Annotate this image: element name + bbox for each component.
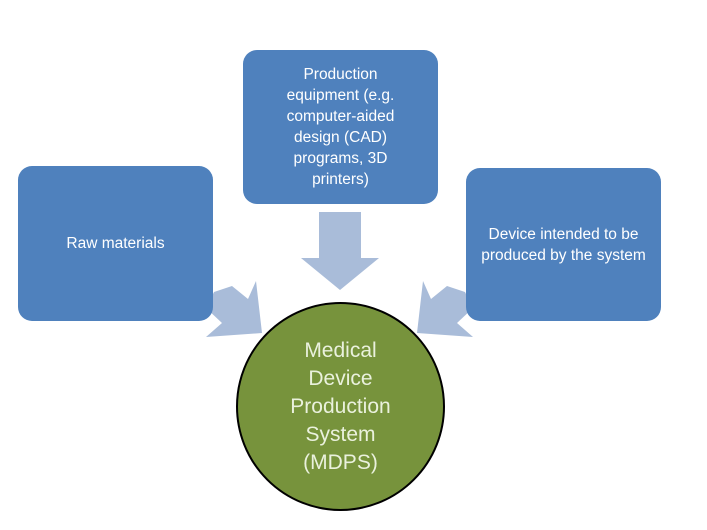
mdps-label: Medical Device Production System (MDPS) xyxy=(290,338,391,474)
mdps-circle: Medical Device Production System (MDPS) xyxy=(236,302,445,511)
raw-materials-label: Raw materials xyxy=(66,235,165,252)
arrow-right-diagonal xyxy=(417,281,473,337)
production-equipment-label: Production equipment (e.g. computer-aide… xyxy=(286,66,395,188)
arrow-down xyxy=(301,212,379,290)
device-intended-label: Device intended to be produced by the sy… xyxy=(481,225,646,264)
arrow-left-diagonal xyxy=(206,281,262,337)
device-intended-box: Device intended to be produced by the sy… xyxy=(466,168,661,321)
production-equipment-box: Production equipment (e.g. computer-aide… xyxy=(243,50,438,204)
raw-materials-box: Raw materials xyxy=(18,166,213,321)
